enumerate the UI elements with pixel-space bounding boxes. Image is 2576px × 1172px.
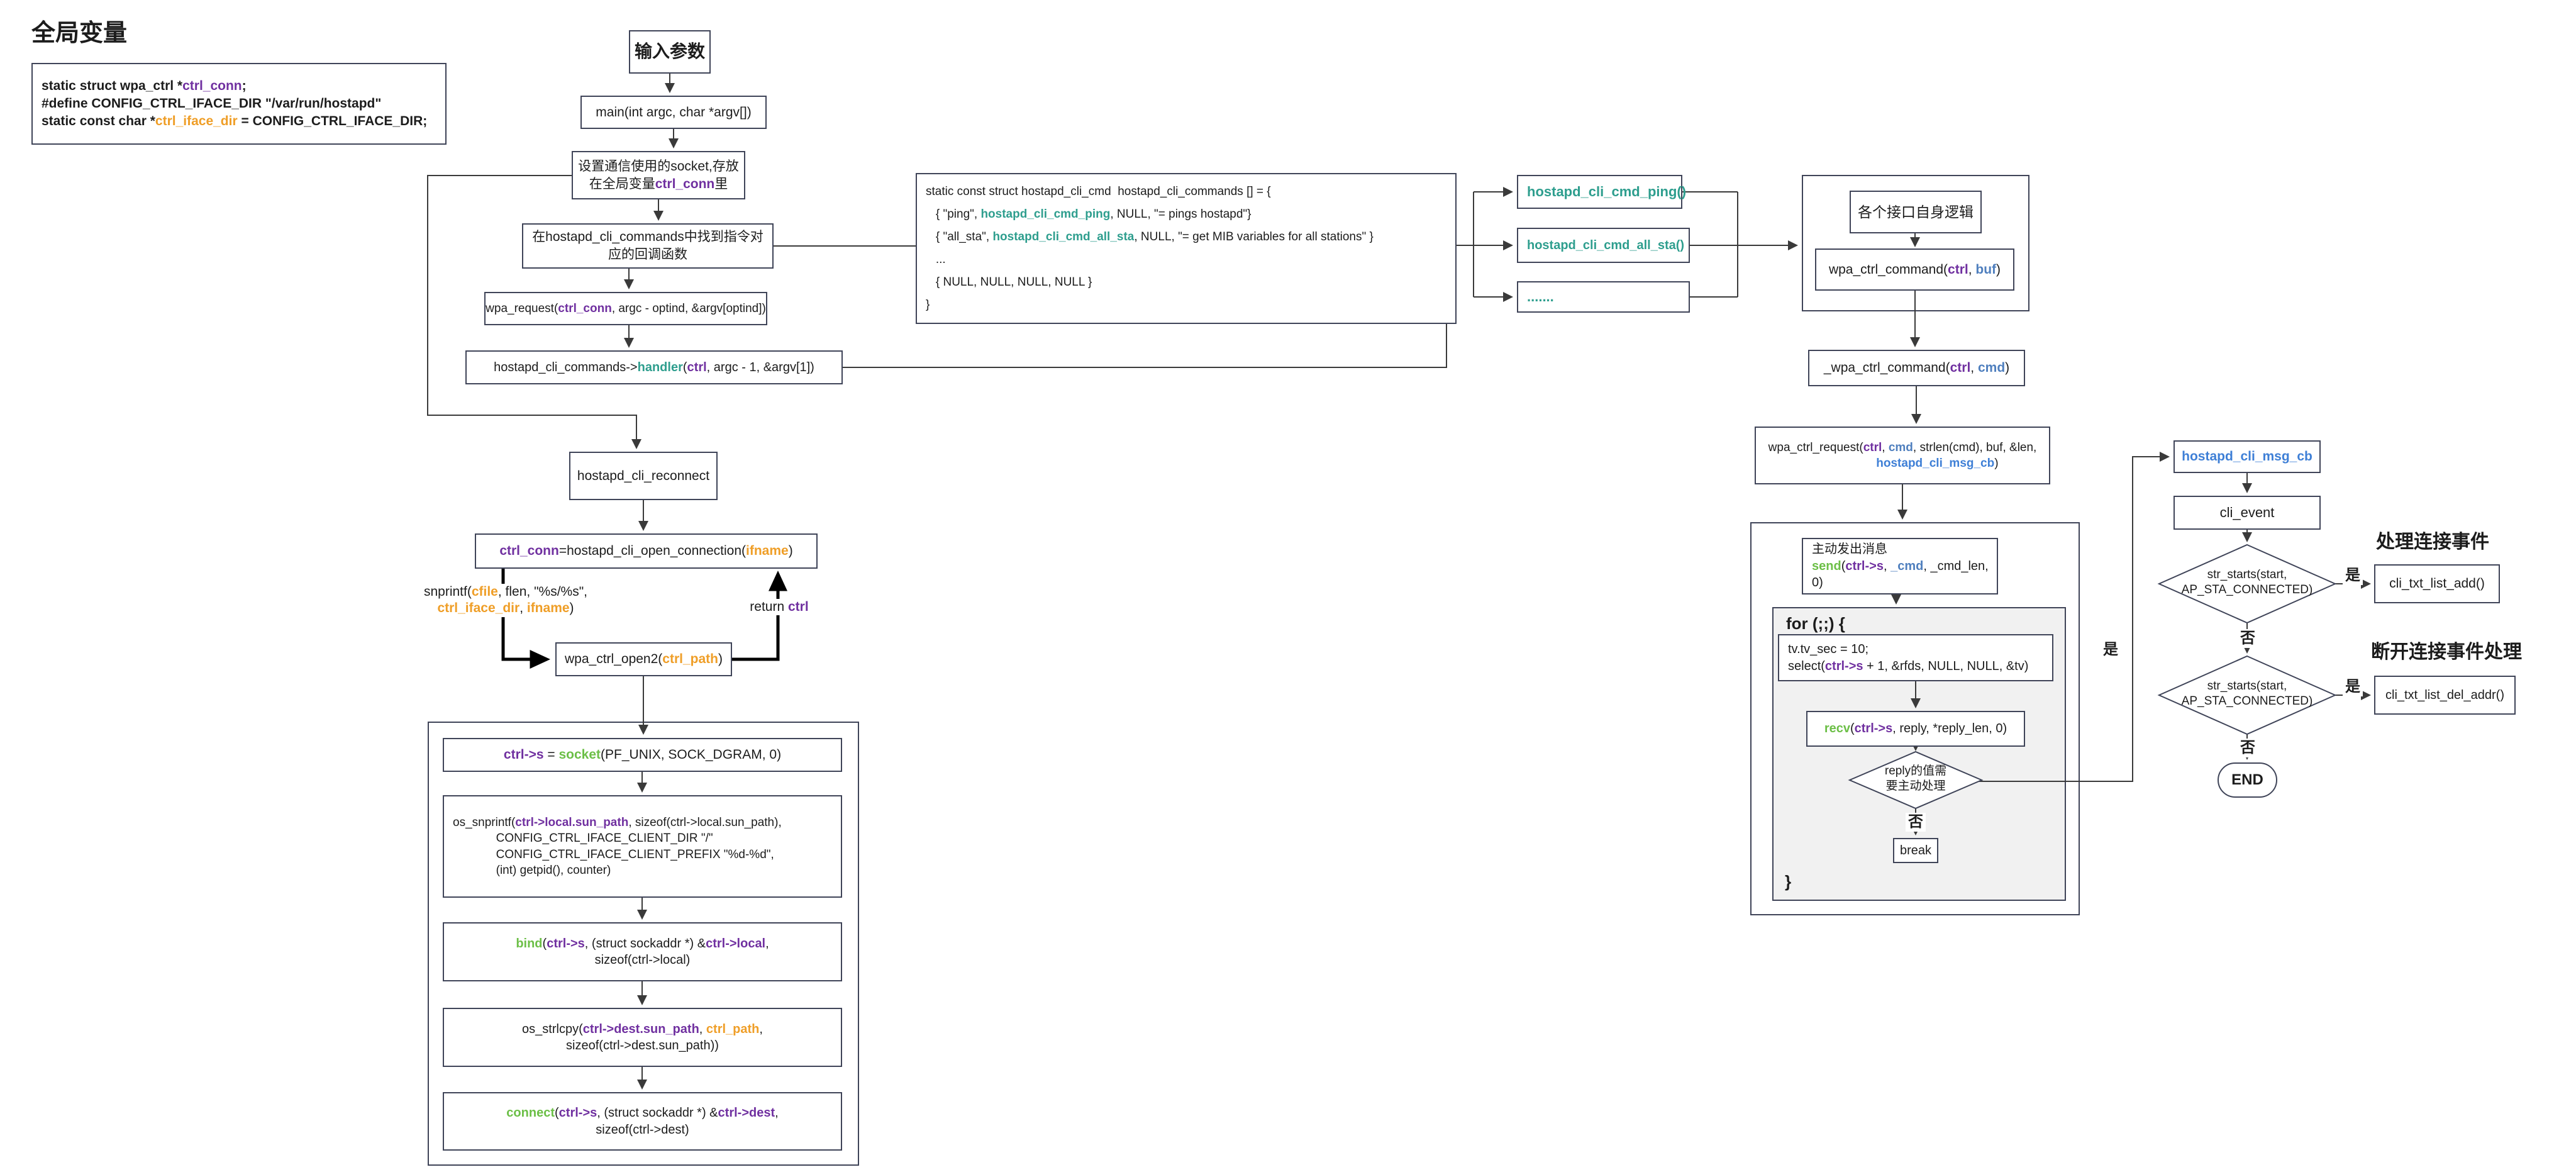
tv-select-box: tv.tv_sec = 10; select(ctrl->s + 1, &rfd… — [1778, 634, 2053, 681]
find-handler-box: 在hostapd_cli_commands中找到指令对 应的回调函数 — [522, 223, 774, 269]
no-label-loop: 否 — [1906, 813, 1926, 832]
cmd-all-sta-box: hostapd_cli_cmd_all_sta() — [1517, 228, 1690, 263]
main-box: main(int argc, char *argv[]) — [580, 96, 767, 129]
globals-box: static struct wpa_ctrl *ctrl_conn; #defi… — [31, 63, 447, 145]
for-open-label: for (;;) { — [1786, 614, 1845, 633]
recv-box: recv(ctrl->s, reply, *reply_len, 0) — [1806, 711, 2025, 747]
commands-struct-box: static const struct hostapd_cli_cmd host… — [916, 173, 1457, 324]
setup-socket-box: 设置通信使用的socket,存放 在全局变量ctrl_conn里 — [572, 151, 745, 199]
yes-label-loop: 是 — [2101, 640, 2121, 659]
cmd-ping-box: hostapd_cli_cmd_ping() — [1517, 175, 1686, 209]
cli-txt-list-add-box: cli_txt_list_add() — [2374, 564, 2500, 603]
socket-call-box: ctrl->s = socket(PF_UNIX, SOCK_DGRAM, 0) — [443, 738, 842, 772]
connect-box: connect(ctrl->s, (struct sockaddr *) &ct… — [443, 1092, 842, 1151]
underscore-wpa-ctrl-command-box: _wpa_ctrl_command(ctrl, cmd) — [1808, 350, 2025, 386]
no-label-connected: 否 — [2238, 629, 2258, 648]
disconnected-diamond-label: str_starts(start, AP_STA_CONNECTED) — [2181, 679, 2313, 708]
snprintf-annotation: snprintf(cfile, flen, "%s/%s", ctrl_ifac… — [387, 584, 625, 617]
reply-diamond-label: reply的值需 要主动处理 — [1884, 764, 1947, 793]
end-node: END — [2218, 762, 2277, 798]
for-close-label: } — [1785, 872, 1792, 891]
os-snprintf-box: os_snprintf(ctrl->local.sun_path, sizeof… — [443, 795, 842, 898]
wpa-request-box: wpa_request(ctrl_conn, argc - optind, &a… — [484, 292, 767, 325]
disconnect-event-heading: 断开连接事件处理 — [2371, 642, 2522, 662]
interface-logic-container — [1802, 175, 2029, 311]
cli-txt-list-del-box: cli_txt_list_del_addr() — [2374, 676, 2516, 715]
yes-label-disconnected: 是 — [2343, 678, 2363, 696]
send-box: 主动发出消息 send(ctrl->s, _cmd, _cmd_len, 0) — [1802, 538, 1998, 594]
input-params-box: 输入参数 — [629, 30, 711, 74]
os-strlcpy-box: os_strlcpy(ctrl->dest.sun_path, ctrl_pat… — [443, 1008, 842, 1067]
wpa-ctrl-request-box: wpa_ctrl_request(ctrl, cmd, strlen(cmd),… — [1755, 427, 2050, 484]
return-ctrl-annotation: return ctrl — [723, 599, 835, 616]
cli-event-box: cli_event — [2174, 496, 2321, 530]
wpa-ctrl-open2-box: wpa_ctrl_open2(ctrl_path) — [555, 642, 732, 676]
reconnect-box: hostapd_cli_reconnect — [569, 452, 718, 500]
interface-logic-box: 各个接口自身逻辑 — [1850, 191, 1982, 233]
wpa-ctrl-command-box: wpa_ctrl_command(ctrl, buf) — [1815, 248, 2014, 291]
msg-cb-box: hostapd_cli_msg_cb — [2174, 440, 2321, 473]
break-box: break — [1893, 838, 1938, 863]
globals-title: 全局变量 — [31, 20, 128, 47]
no-label-disconnected: 否 — [2238, 739, 2258, 757]
cmd-dots-box: ....... — [1517, 281, 1690, 313]
yes-label-connected: 是 — [2343, 566, 2363, 585]
handler-call-box: hostapd_cli_commands->handler(ctrl, argc… — [465, 350, 843, 384]
open-connection-box: ctrl_conn=hostapd_cli_open_connection(if… — [475, 533, 818, 569]
connected-diamond-label: str_starts(start, AP_STA_CONNECTED) — [2181, 568, 2313, 596]
bind-box: bind(ctrl->s, (struct sockaddr *) &ctrl-… — [443, 922, 842, 981]
connect-event-heading: 处理连接事件 — [2376, 532, 2489, 552]
